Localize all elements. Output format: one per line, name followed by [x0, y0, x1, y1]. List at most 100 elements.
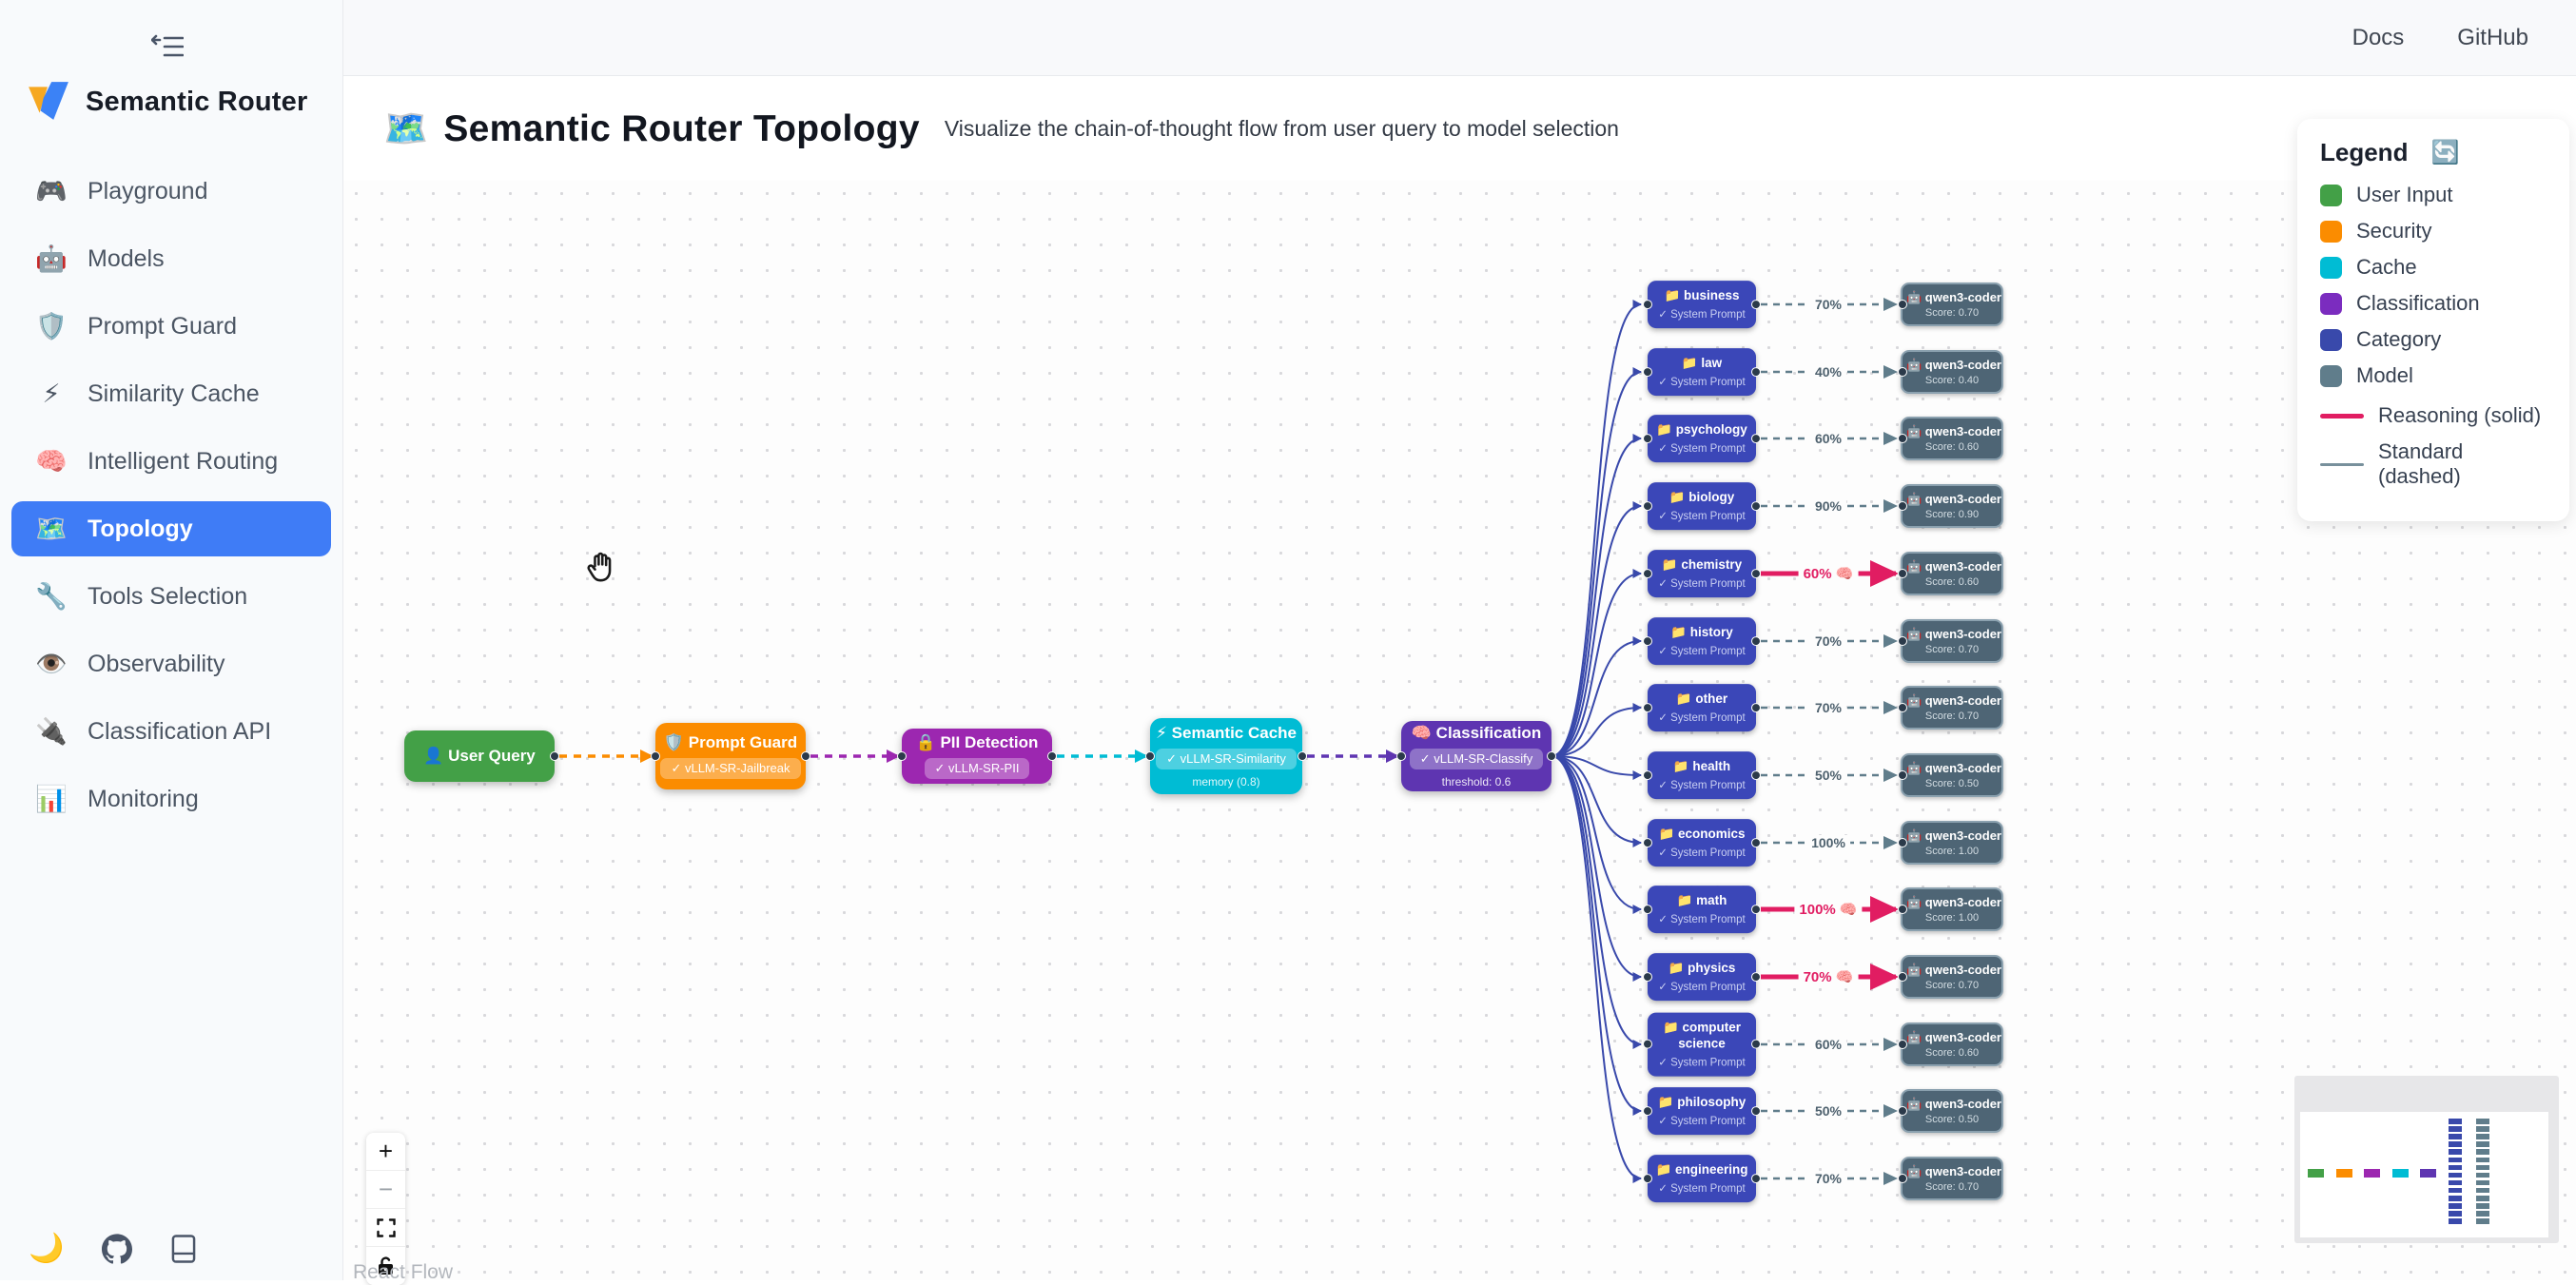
legend-item-classification: Classification [2320, 291, 2547, 316]
category-title: 📁 other [1675, 691, 1728, 707]
category-node-computer-science[interactable]: 📁 computer science✓ System Prompt [1648, 1012, 1756, 1077]
category-title: 📁 physics [1668, 961, 1736, 976]
sidebar-item-prompt-guard[interactable]: 🛡️Prompt Guard [11, 299, 331, 354]
minimap-node [2449, 1164, 2462, 1171]
legend-swatch [2320, 364, 2342, 387]
minimap-node [2335, 1169, 2352, 1178]
legend-label: Reasoning (solid) [2378, 403, 2542, 427]
github-link[interactable]: GitHub [2457, 24, 2528, 50]
category-node-psychology[interactable]: 📁 psychology✓ System Prompt [1648, 415, 1756, 462]
sidebar-item-label: Tools Selection [88, 582, 248, 610]
theme-toggle-moon-icon[interactable]: 🌙 [29, 1233, 65, 1264]
edge-label-health: 50% [1809, 768, 1847, 783]
edge-label-economics: 100% [1806, 835, 1850, 850]
model-score: Score: 0.60 [1924, 1047, 1980, 1059]
flow-canvas[interactable]: 👤 User Query 🛡️ Prompt Guard✓ vLLM-SR-Jai… [343, 181, 2576, 1285]
category-title: 📁 economics [1658, 827, 1746, 842]
category-node-engineering[interactable]: 📁 engineering✓ System Prompt [1648, 1155, 1756, 1202]
sidebar-item-intelligent-routing[interactable]: 🧠Intelligent Routing [11, 434, 331, 489]
refresh-icon[interactable]: 🔄 [2430, 140, 2460, 165]
pipeline-node-prompt-guard[interactable]: 🛡️ Prompt Guard✓ vLLM-SR-Jailbreak [655, 723, 806, 789]
minimap-node [2476, 1134, 2489, 1139]
legend-item-category: Category [2320, 327, 2547, 352]
docs-link[interactable]: Docs [2352, 24, 2405, 50]
flow-controls: + − [366, 1133, 405, 1285]
model-score: Score: 0.40 [1924, 375, 1980, 386]
pipeline-node-pii-detection[interactable]: 🔒 PII Detection✓ vLLM-SR-PII [902, 729, 1052, 784]
sidebar-item-playground[interactable]: 🎮Playground [11, 164, 331, 219]
sidebar-item-observability[interactable]: 👁️Observability [11, 636, 331, 691]
minimap-node [2449, 1196, 2462, 1201]
category-subtext: ✓ System Prompt [1658, 577, 1746, 590]
model-title: 🤖 qwen3-coder [1906, 828, 2001, 843]
category-node-business[interactable]: 📁 business✓ System Prompt [1648, 281, 1756, 328]
category-node-other[interactable]: 📁 other ✓ System Prompt [1648, 684, 1756, 731]
docs-book-icon[interactable] [170, 1234, 197, 1264]
sidebar-item-models[interactable]: 🤖Models [11, 231, 331, 286]
models-icon: 🤖 [35, 244, 68, 273]
category-node-history[interactable]: 📁 history✓ System Prompt [1648, 617, 1756, 665]
sidebar-item-topology[interactable]: 🗺️ Topology [11, 501, 331, 556]
node-badge: ✓ vLLM-SR-Similarity [1156, 749, 1297, 769]
collapse-sidebar-icon[interactable] [141, 29, 194, 67]
pipeline-node-user-query[interactable]: 👤 User Query [404, 730, 555, 782]
sidebar-item-monitoring[interactable]: 📊Monitoring [11, 771, 331, 827]
category-node-law[interactable]: 📁 law✓ System Prompt [1648, 348, 1756, 396]
category-node-economics[interactable]: 📁 economics✓ System Prompt [1648, 819, 1756, 866]
category-title: 📁 chemistry [1661, 557, 1743, 573]
legend-swatch [2320, 220, 2342, 243]
playground-icon: 🎮 [35, 177, 68, 205]
category-title: 📁 history [1670, 625, 1733, 640]
category-node-math[interactable]: 📁 math✓ System Prompt [1648, 886, 1756, 933]
category-subtext: ✓ System Prompt [1658, 1057, 1746, 1069]
category-node-physics[interactable]: 📁 physics✓ System Prompt [1648, 953, 1756, 1001]
tools-selection-icon: 🔧 [35, 582, 68, 611]
fit-view-button[interactable] [366, 1209, 405, 1247]
node-subtext: threshold: 0.6 [1441, 775, 1512, 789]
minimap-node [2449, 1149, 2462, 1155]
category-node-chemistry[interactable]: 📁 chemistry ✓ System Prompt [1648, 550, 1756, 597]
lock-button[interactable] [366, 1247, 405, 1285]
category-subtext: ✓ System Prompt [1658, 308, 1746, 321]
category-title: 📁 health [1672, 759, 1731, 774]
category-node-philosophy[interactable]: 📁 philosophy✓ System Prompt [1648, 1087, 1756, 1135]
category-node-biology[interactable]: 📁 biology✓ System Prompt [1648, 482, 1756, 530]
minimap-node [2449, 1157, 2462, 1162]
map-icon: 🗺️ [383, 108, 429, 149]
legend-label: Security [2356, 219, 2432, 243]
minimap-node [2476, 1119, 2489, 1124]
model-title: 🤖 qwen3-coder [1906, 761, 2001, 775]
topology-icon: 🗺️ [35, 515, 68, 543]
edge-label-biology: 90% [1809, 498, 1847, 514]
sidebar-item-similarity-cache[interactable]: ⚡Similarity Cache [11, 366, 331, 421]
minimap-node [2476, 1172, 2489, 1178]
model-title: 🤖 qwen3-coder [1906, 290, 2001, 304]
sidebar-item-classification-api[interactable]: 🔌Classification API [11, 704, 331, 759]
category-subtext: ✓ System Prompt [1658, 711, 1746, 724]
zoom-out-button[interactable]: − [366, 1171, 405, 1209]
sidebar-item-tools-selection[interactable]: 🔧 Tools Selection [11, 569, 331, 624]
category-node-health[interactable]: 📁 health✓ System Prompt [1648, 751, 1756, 799]
model-score: Score: 0.60 [1924, 441, 1980, 453]
minimap[interactable] [2294, 1076, 2559, 1243]
github-icon[interactable] [102, 1233, 133, 1264]
sidebar-item-label: Topology [88, 515, 193, 542]
zoom-in-button[interactable]: + [366, 1133, 405, 1171]
sidebar-item-label: Intelligent Routing [88, 447, 279, 475]
